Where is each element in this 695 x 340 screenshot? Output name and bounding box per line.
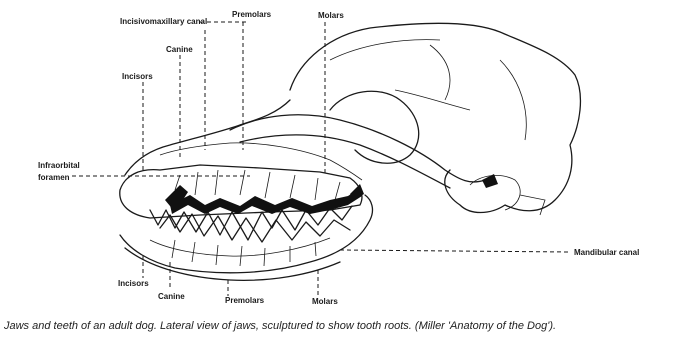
- lower-roots-inner: [150, 238, 330, 256]
- label-incisors-top: Incisors: [122, 72, 153, 81]
- label-canine-bottom: Canine: [158, 292, 185, 301]
- label-canine-top: Canine: [166, 45, 193, 54]
- label-incisors-bottom: Incisors: [118, 279, 149, 288]
- label-infraorbital-line2: foramen: [38, 173, 70, 182]
- label-mandibular-canal: Mandibular canal: [574, 248, 639, 257]
- label-incisivomaxillary-canal: Incisivomaxillary canal: [120, 17, 207, 26]
- skull-dark-mark: [482, 174, 498, 188]
- orbit-outline: [330, 91, 419, 163]
- label-premolars-bottom: Premolars: [225, 296, 265, 305]
- label-molars-bottom: Molars: [312, 297, 338, 306]
- label-molars-top: Molars: [318, 11, 344, 20]
- leader-incisivomaxillary: [200, 22, 248, 150]
- label-premolars-top: Premolars: [232, 10, 272, 19]
- label-infraorbital-line1: Infraorbital: [38, 161, 80, 170]
- leader-mandibular-canal: [340, 250, 570, 252]
- mandible-lower-edge: [125, 248, 340, 280]
- zygomatic-arch: [230, 115, 485, 182]
- figure-caption: Jaws and teeth of an adult dog. Lateral …: [4, 320, 694, 332]
- upper-tooth-roots: [175, 170, 340, 200]
- lower-teeth-crowns: [160, 214, 350, 242]
- zygomatic-lower: [240, 135, 450, 188]
